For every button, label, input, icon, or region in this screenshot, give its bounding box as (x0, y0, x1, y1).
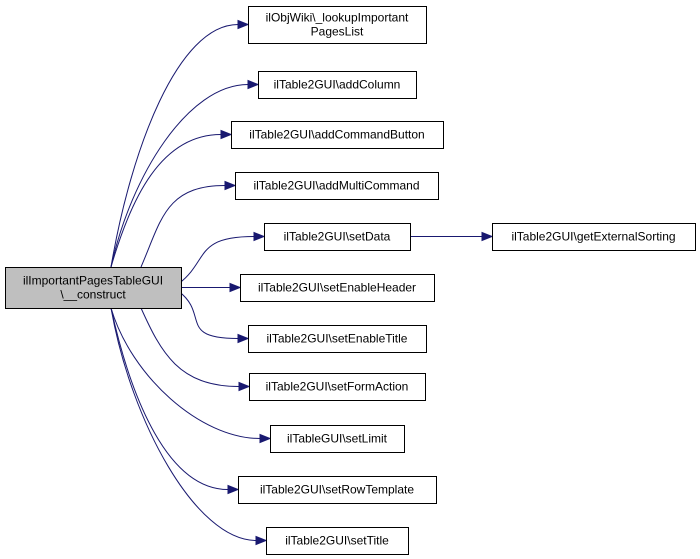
node-n12[interactable]: ilTable2GUI\setTitle (266, 527, 409, 555)
node-label: ilObjWiki\_lookupImportant (266, 11, 409, 25)
node-label: ilTable2GUI\setFormAction (266, 380, 409, 394)
node-box (270, 425, 405, 453)
edge-root-n9 (140, 307, 240, 387)
node-n6[interactable]: ilTable2GUI\getExternalSorting (492, 223, 696, 251)
node-box (5, 267, 182, 309)
edge-root-n10 (110, 307, 261, 439)
node-box (249, 373, 426, 401)
arrowhead (229, 282, 242, 293)
node-box (240, 274, 435, 302)
arrowhead (253, 231, 266, 242)
arrowhead (259, 433, 272, 444)
edge-root-n3 (110, 134, 222, 268)
edge-root-n1 (110, 24, 239, 268)
node-label: ilTable2GUI\addCommandButton (249, 128, 424, 142)
node-box (266, 527, 409, 555)
arrowhead (238, 381, 251, 392)
node-n5[interactable]: ilTable2GUI\setData (264, 223, 411, 251)
node-box (238, 476, 437, 504)
node-box (264, 223, 411, 251)
node-label: ilTable2GUI\addMultiCommand (253, 179, 419, 193)
node-box (492, 223, 696, 251)
node-box (248, 325, 427, 353)
node-n2[interactable]: ilTable2GUI\addColumn (258, 71, 417, 99)
node-n4[interactable]: ilTable2GUI\addMultiCommand (235, 172, 439, 200)
node-label: ilTable2GUI\setTitle (285, 534, 389, 548)
node-label: \__construct (60, 288, 126, 302)
node-label: ilTable2GUI\getExternalSorting (511, 230, 675, 244)
node-label: ilTable2GUI\setRowTemplate (260, 483, 414, 497)
node-n10[interactable]: ilTableGUI\setLimit (270, 425, 405, 453)
edge-root-n2 (110, 84, 249, 268)
node-label: ilTable2GUI\setEnableTitle (267, 332, 408, 346)
arrowhead (220, 129, 233, 140)
node-n7[interactable]: ilTable2GUI\setEnableHeader (240, 274, 435, 302)
edge-root-n12 (110, 307, 257, 541)
node-label: ilTable2GUI\addColumn (274, 78, 401, 92)
node-label: PagesList (311, 25, 364, 39)
node-n8[interactable]: ilTable2GUI\setEnableTitle (248, 325, 427, 353)
node-label: ilTable2GUI\setData (284, 230, 391, 244)
node-box (258, 71, 417, 99)
nodes-layer: ilImportantPagesTableGUI\__construct ilOb… (5, 6, 696, 555)
arrowhead (247, 79, 260, 90)
node-label: ilImportantPagesTableGUI (23, 274, 163, 288)
node-label: ilTable2GUI\setEnableHeader (258, 281, 416, 295)
arrowhead (255, 535, 268, 546)
edges-layer (110, 19, 494, 546)
node-box (231, 121, 444, 149)
node-label: ilTableGUI\setLimit (287, 432, 388, 446)
node-n9[interactable]: ilTable2GUI\setFormAction (249, 373, 426, 401)
arrowhead (237, 19, 250, 30)
node-n11[interactable]: ilTable2GUI\setRowTemplate (238, 476, 437, 504)
edge-root-n5 (178, 236, 255, 284)
node-box (235, 172, 439, 200)
root-node[interactable]: ilImportantPagesTableGUI\__construct (5, 267, 182, 309)
edge-root-n11 (110, 307, 229, 490)
arrowhead (224, 180, 237, 191)
arrowhead (237, 333, 250, 344)
arrowhead (227, 484, 240, 495)
arrowhead (481, 231, 494, 242)
node-box (248, 6, 427, 44)
edge-root-n8 (178, 291, 239, 339)
edge-root-n4 (140, 185, 226, 268)
node-n3[interactable]: ilTable2GUI\addCommandButton (231, 121, 444, 149)
